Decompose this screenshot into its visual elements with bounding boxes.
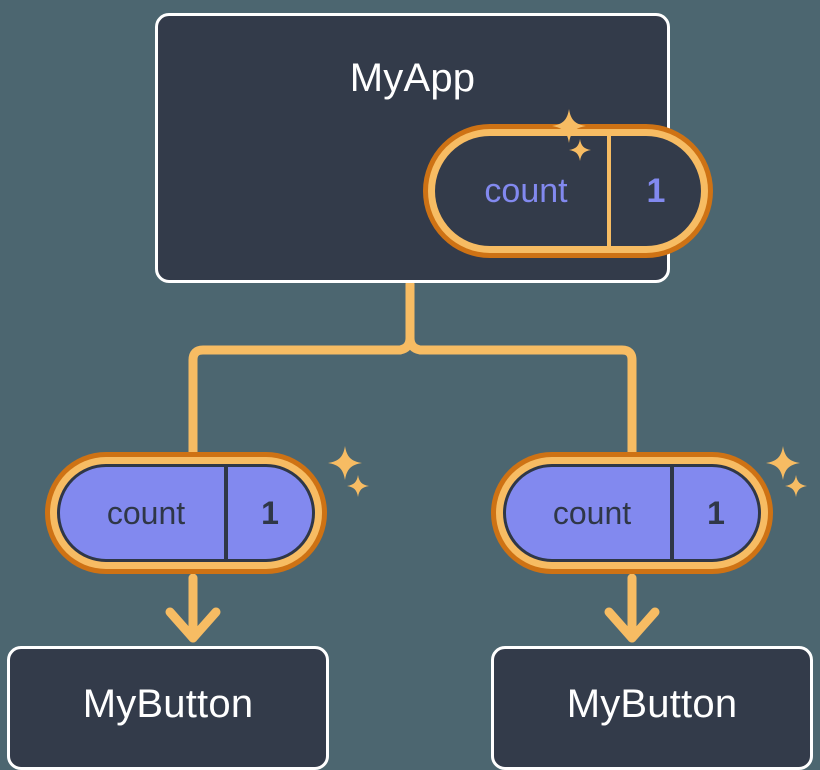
- sparkle-small-right: [785, 475, 807, 497]
- state-pill-ring-inner: count 1: [50, 457, 322, 569]
- state-pill-child-left[interactable]: count 1: [45, 452, 327, 574]
- state-pill-child-right[interactable]: count 1: [491, 452, 773, 574]
- card-title-myapp: MyApp: [349, 56, 476, 100]
- state-pill-body: count 1: [57, 464, 315, 562]
- state-pill-ring-inner: count 1: [428, 129, 708, 253]
- component-card-myapp[interactable]: MyApp count 1: [155, 13, 713, 283]
- sparkle-large-right: [766, 446, 800, 480]
- state-key-label: count: [106, 494, 186, 531]
- state-pill-myapp[interactable]: count 1: [423, 124, 713, 258]
- branch-to-right-child: [188, 345, 405, 457]
- state-value-label: 1: [224, 467, 312, 559]
- sparkle-small-left: [347, 475, 369, 497]
- component-card-mybutton-right[interactable]: MyButton: [491, 646, 813, 770]
- trunk-myapp-to-split: [395, 279, 415, 355]
- state-pill-ring-inner: count 1: [496, 457, 768, 569]
- state-value-label: 1: [670, 467, 758, 559]
- state-pill-body: count 1: [435, 136, 701, 246]
- arrow-right-pill-to-button: [604, 573, 660, 643]
- state-key-label: count: [484, 171, 568, 210]
- component-card-mybutton-left[interactable]: MyButton: [7, 646, 329, 770]
- card-title-mybutton-right: MyButton: [566, 682, 738, 726]
- card-title-mybutton-left: MyButton: [82, 682, 254, 726]
- state-key-label: count: [552, 494, 632, 531]
- state-pill-body: count 1: [503, 464, 761, 562]
- state-value-label: 1: [607, 136, 701, 246]
- branch-to-left-child: [405, 333, 637, 457]
- sparkle-large-left: [328, 446, 362, 480]
- arrow-left-pill-to-button: [165, 573, 221, 643]
